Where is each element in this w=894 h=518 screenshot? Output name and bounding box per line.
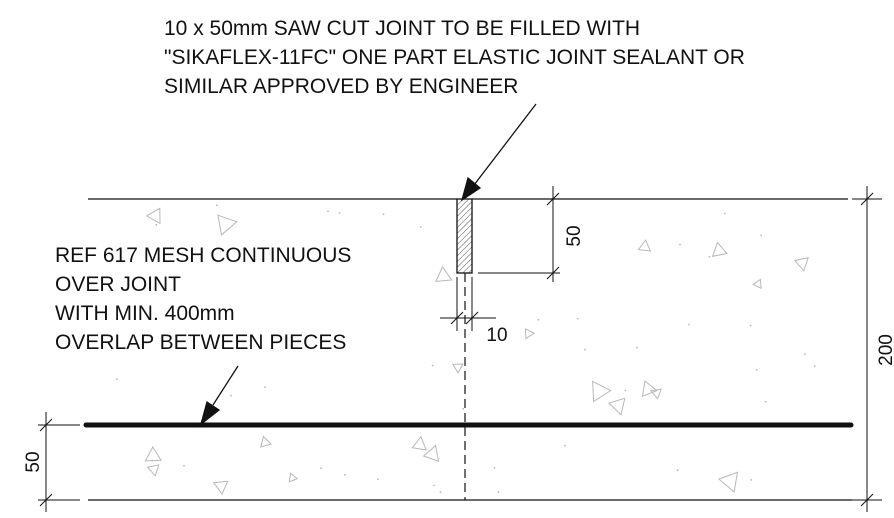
aggregate-dot <box>636 346 638 349</box>
aggregate-stone <box>217 214 238 236</box>
aggregate-dot <box>584 348 586 351</box>
aggregate-dot <box>462 407 465 410</box>
aggregate-stone <box>524 327 536 340</box>
mesh-leader-arrowhead <box>199 400 221 426</box>
aggregate-dot <box>564 444 566 447</box>
aggregate-dot <box>804 353 806 356</box>
aggregate-stone <box>451 363 464 374</box>
aggregate-dot <box>431 364 434 367</box>
concrete-aggregate-texture <box>115 204 816 495</box>
mesh-note: REF 617 MESH CONTINUOUS OVER JOINT WITH … <box>55 244 351 354</box>
aggregate-stone <box>146 464 160 477</box>
aggregate-dot <box>679 243 681 246</box>
dimension-labels: 50 10 200 50 <box>23 225 894 472</box>
leader-arrows <box>199 103 537 426</box>
saw-cut-note-line1: 10 x 50mm SAW CUT JOINT TO BE FILLED WIT… <box>164 17 640 40</box>
mesh-note-line1: REF 617 MESH CONTINUOUS <box>55 244 351 267</box>
aggregate-dot <box>624 389 627 392</box>
aggregate-stone <box>793 257 809 272</box>
aggregate-dot <box>723 212 726 215</box>
slab-thickness-label: 200 <box>876 334 894 366</box>
aggregate-stone <box>752 278 762 290</box>
aggregate-dot <box>708 255 711 258</box>
aggregate-dot <box>183 464 185 467</box>
aggregate-dot <box>327 210 329 213</box>
aggregate-stone <box>288 472 299 483</box>
aggregate-dot <box>344 473 346 476</box>
saw-cut-note-line2: "SIKAFLEX-11FC" ONE PART ELASTIC JOINT S… <box>164 46 745 69</box>
aggregate-dot <box>676 469 679 472</box>
aggregate-dot <box>377 478 379 481</box>
saw-cut-note-line3: SIMILAR APPROVED BY ENGINEER <box>164 75 518 98</box>
aggregate-dot <box>151 459 154 462</box>
aggregate-dot <box>576 317 579 320</box>
aggregate-dot <box>493 466 496 469</box>
saw-cut-joint <box>456 198 473 500</box>
aggregate-dot <box>215 204 218 207</box>
aggregate-dot <box>749 324 752 327</box>
aggregate-dot <box>382 213 385 216</box>
saw-cut-leader-line <box>473 103 537 186</box>
saw-cut-leader-arrowhead <box>460 176 482 202</box>
aggregate-stone <box>260 435 273 448</box>
aggregate-stone <box>212 480 229 495</box>
aggregate-dot <box>537 318 540 321</box>
aggregate-stone <box>637 239 652 252</box>
aggregate-stone <box>422 444 440 462</box>
aggregate-stone <box>144 445 162 462</box>
aggregate-stone <box>411 435 427 451</box>
dimension-lines <box>38 186 882 512</box>
aggregate-dot <box>155 223 158 226</box>
aggregate-dot <box>760 234 763 237</box>
aggregate-dot <box>439 491 442 494</box>
aggregate-dot <box>115 378 118 380</box>
mesh-leader-line <box>212 365 239 406</box>
aggregate-dot <box>813 365 816 367</box>
mesh-note-line2: OVER JOINT <box>55 273 181 296</box>
aggregate-stone <box>592 380 612 403</box>
saw-cut-note: 10 x 50mm SAW CUT JOINT TO BE FILLED WIT… <box>164 17 745 98</box>
aggregate-stone <box>641 380 658 397</box>
aggregate-dot <box>755 368 758 371</box>
aggregate-dot <box>764 400 767 403</box>
aggregate-dot <box>230 394 233 397</box>
aggregate-dot <box>320 467 322 470</box>
aggregate-dot <box>497 491 500 493</box>
aggregate-dot <box>750 479 753 481</box>
aggregate-dot <box>688 323 690 326</box>
cut-width-label: 10 <box>486 325 507 346</box>
aggregate-stone <box>434 265 453 282</box>
sealant-fill <box>456 198 473 274</box>
mesh-note-line4: OVERLAP BETWEEN PIECES <box>55 331 346 354</box>
aggregate-dot <box>338 212 341 214</box>
aggregate-dot <box>264 386 266 388</box>
aggregate-stone <box>711 241 728 257</box>
aggregate-dot <box>419 226 422 228</box>
aggregate-stone <box>145 207 161 225</box>
mesh-cover-label: 50 <box>23 451 44 472</box>
cut-depth-label: 50 <box>564 225 585 246</box>
aggregate-stone <box>717 471 739 493</box>
aggregate-stone <box>607 397 626 416</box>
mesh-note-line3: WITH MIN. 400mm <box>55 302 235 325</box>
aggregate-dot <box>433 484 436 487</box>
